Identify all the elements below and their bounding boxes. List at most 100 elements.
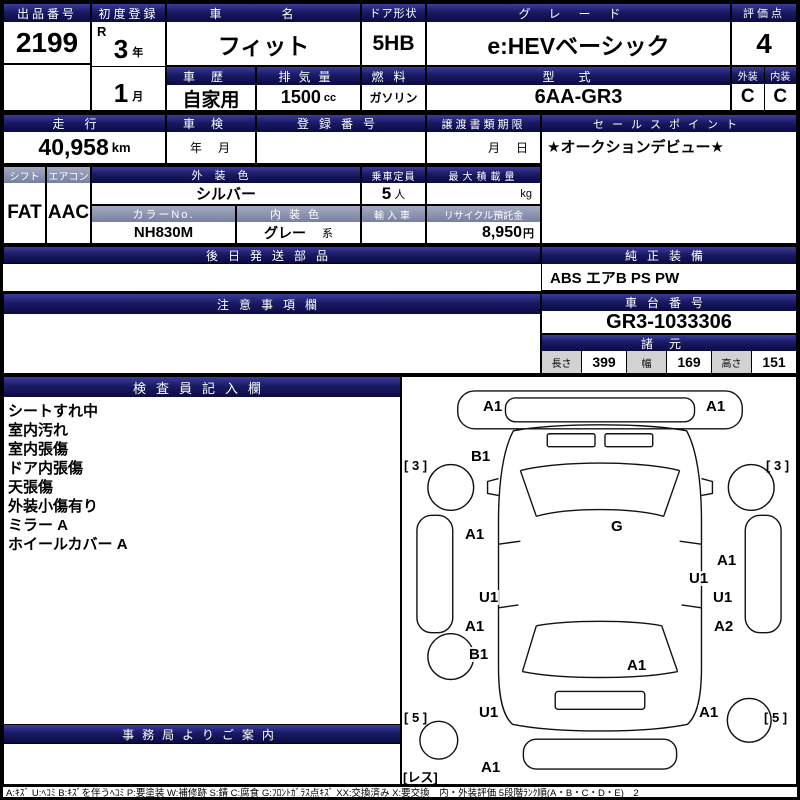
fuel-cell: 燃料 ガソリン bbox=[361, 66, 426, 111]
auction-no-value: 2199 bbox=[15, 26, 79, 58]
damage-marker-u1: U1 bbox=[478, 704, 500, 721]
first-reg-year-unit: 年 bbox=[132, 46, 144, 59]
exterior-grade-half: 外装 C bbox=[732, 67, 765, 110]
rear-bumper-outline bbox=[522, 738, 678, 770]
transfer-deadline-label: 譲渡書類期限 bbox=[427, 115, 540, 132]
divider bbox=[3, 164, 541, 166]
tire-depth-label: [ 5 ] bbox=[764, 710, 788, 725]
damage-marker-a1: A1 bbox=[716, 552, 738, 569]
model-code-label: 型式 bbox=[427, 67, 730, 85]
aircon-cell: エアコン AAC bbox=[46, 166, 91, 244]
damage-marker-a1: A1 bbox=[464, 526, 486, 543]
car-name-cell: 車 名 フィット bbox=[166, 3, 361, 66]
damage-marker-b1: B1 bbox=[470, 448, 492, 465]
color-no-label: カラーNo. bbox=[92, 206, 235, 222]
history-cell: 車歴 自家用 bbox=[166, 66, 256, 111]
damage-marker-a1: A1 bbox=[705, 398, 727, 415]
inspector-note: 室内張傷 bbox=[8, 441, 69, 458]
model-code-value: 6AA-GR3 bbox=[534, 86, 623, 108]
equipment-label: 純正装備 bbox=[542, 247, 796, 264]
displacement-value-wrap: 1500 cc bbox=[257, 85, 360, 110]
displacement-cell: 排気量 1500 cc bbox=[256, 66, 361, 111]
aircon-label: エアコン bbox=[47, 167, 90, 183]
damage-marker-a2: A2 bbox=[713, 618, 735, 635]
mileage-label: 走行 bbox=[4, 115, 165, 132]
capacity-unit: 人 bbox=[394, 188, 406, 201]
car-body-outline bbox=[497, 424, 703, 732]
max-load-unit: kg bbox=[520, 187, 532, 200]
spec-width-value: 169 bbox=[667, 351, 712, 373]
mileage-cell: 走行 40,958 km bbox=[3, 114, 166, 164]
exterior-grade-value: C bbox=[740, 86, 755, 107]
exterior-grade-label: 外装 bbox=[732, 67, 764, 84]
capacity-label: 乗車定員 bbox=[362, 167, 425, 183]
transfer-deadline-value: 月 日 bbox=[487, 141, 530, 155]
rear-window bbox=[521, 620, 679, 679]
first-reg-month-row: 1 月 bbox=[92, 67, 165, 111]
displacement-label: 排気量 bbox=[257, 67, 360, 85]
door-shape-cell: ドア形状 5HB bbox=[361, 3, 426, 66]
fuel-value: ガソリン bbox=[369, 91, 418, 105]
tire-rear-right bbox=[726, 697, 772, 743]
score-value: 4 bbox=[756, 27, 772, 59]
chassis-no-label: 車台番号 bbox=[542, 294, 796, 311]
spec-height-value: 151 bbox=[762, 354, 786, 370]
import-car-cell: 輸入車 bbox=[361, 205, 426, 244]
interior-color-label: 内装色 bbox=[237, 206, 360, 222]
side-sill-right bbox=[744, 514, 782, 634]
registration-no-label: 登録番号 bbox=[257, 115, 425, 132]
inspector-note: シートすれ中 bbox=[8, 403, 99, 420]
spec-width-label: 幅 bbox=[627, 351, 667, 373]
capacity-value-wrap: 5 人 bbox=[362, 183, 425, 204]
grade-value: e:HEVベーシック bbox=[487, 32, 670, 59]
inspection-value: 年 月 bbox=[189, 141, 232, 155]
door-seams bbox=[498, 540, 702, 609]
spec-length-value: 399 bbox=[582, 351, 627, 373]
car-name-value: フィット bbox=[217, 32, 310, 59]
displacement-value: 1500 bbox=[280, 87, 321, 107]
mileage-value: 40,958 bbox=[38, 134, 109, 160]
recycle-deposit-label: リサイクル預託金 bbox=[427, 206, 540, 222]
divider bbox=[3, 374, 797, 376]
damage-marker-a1: A1 bbox=[480, 759, 502, 776]
color-no-cell: カラーNo. NH830M bbox=[91, 205, 236, 244]
era-value: R bbox=[97, 24, 107, 39]
equipment-value: ABS エアB PS PW bbox=[550, 269, 680, 287]
inspector-note: ミラー A bbox=[8, 517, 69, 534]
spec-height-label: 高さ bbox=[712, 351, 752, 373]
tire-depth-label: [ 3 ] bbox=[404, 458, 428, 473]
office-label: 事務局よりご案内 bbox=[4, 725, 400, 743]
inspector-note: ホイールカバー A bbox=[8, 536, 128, 553]
mirror-left bbox=[486, 477, 499, 497]
tire-depth-label: [ 5 ] bbox=[404, 710, 428, 725]
interior-grade-half: 内装 C bbox=[764, 67, 796, 110]
first-reg-label: 初度登録 bbox=[92, 4, 165, 22]
auction-no-cell: 出品番号 2199 bbox=[3, 3, 91, 64]
grade-label: グレード bbox=[427, 4, 730, 22]
recycle-deposit-value: 8,950 bbox=[481, 223, 522, 241]
divider bbox=[3, 785, 797, 787]
legend-text: A:ｷｽﾞ U:ﾍｺﾐ B:ｷｽﾞを伴うﾍｺﾐ P:要塗装 W:補修跡 S:錆 … bbox=[3, 787, 797, 797]
capacity-value: 5 bbox=[381, 183, 392, 203]
recycle-deposit-wrap: 8,950 円 bbox=[427, 222, 540, 243]
mileage-value-wrap: 40,958 km bbox=[4, 132, 165, 163]
first-reg-year: 3 bbox=[113, 33, 129, 64]
front-bumper-outline bbox=[457, 390, 743, 430]
caution-cell: 注意事項欄 bbox=[3, 293, 541, 374]
sales-point-value: ★オークションデビュー★ bbox=[547, 139, 724, 156]
tire-front-right bbox=[727, 463, 775, 512]
damage-marker-a1: A1 bbox=[482, 398, 504, 415]
later-parts-bar: 後日発送部品 bbox=[3, 246, 541, 264]
damage-marker-a1: A1 bbox=[698, 704, 720, 721]
auction-no-empty-cell bbox=[3, 64, 91, 111]
door-shape-value: 5HB bbox=[372, 31, 415, 55]
inspector-note: ドア内張傷 bbox=[8, 460, 84, 477]
history-value: 自家用 bbox=[182, 90, 240, 111]
score-cell: 評価点 4 bbox=[731, 3, 797, 66]
specs-cell: 諸元 長さ 399 幅 169 高さ 151 bbox=[541, 334, 797, 374]
aircon-value: AAC bbox=[47, 202, 90, 223]
car-name-label: 車 名 bbox=[167, 4, 360, 22]
recycle-deposit-cell: リサイクル預託金 8,950 円 bbox=[426, 205, 541, 244]
